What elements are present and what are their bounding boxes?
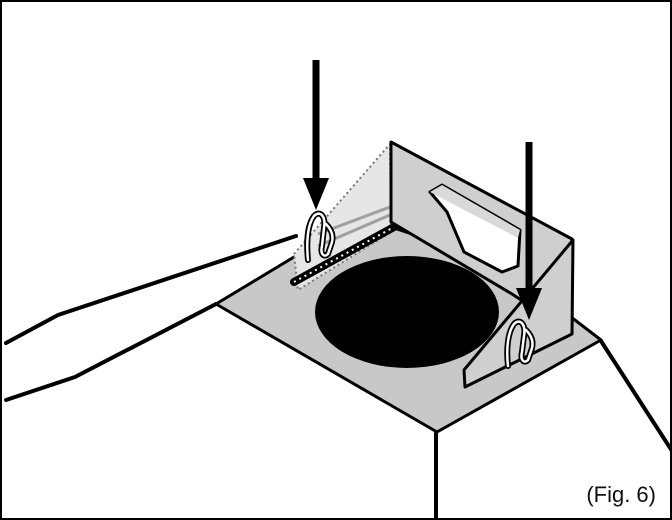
side-flap [462, 238, 575, 389]
housing-outline [4, 234, 670, 518]
left-clip [304, 210, 336, 263]
right-arrow [516, 142, 542, 320]
panel-cutout-shade [430, 185, 520, 238]
left-duct-lower-edge [4, 302, 218, 402]
circular-opening [315, 256, 499, 368]
left-arrow [303, 60, 329, 210]
right-clip [504, 318, 536, 369]
left-duct-upper-edge [4, 234, 298, 345]
right-housing-edge [599, 339, 670, 452]
figure-caption: (Fig. 6) [586, 482, 656, 507]
hinge-slot [290, 223, 398, 286]
